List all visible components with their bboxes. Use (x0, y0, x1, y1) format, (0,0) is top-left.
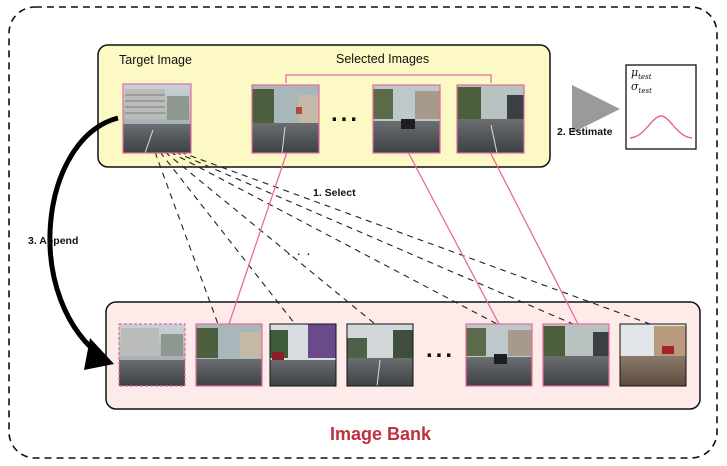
sigma-test-label: σtest (631, 80, 652, 96)
bank-image-1 (118, 323, 186, 387)
target-image (122, 83, 192, 154)
bank-image-4 (346, 323, 414, 387)
select-step-label: 1. Select (313, 187, 356, 199)
middle-ellipsis: . . . (287, 242, 312, 258)
bank-image-7 (619, 323, 687, 387)
selected-images-bracket (285, 74, 492, 83)
bank-image-3 (269, 323, 337, 387)
bank-ellipsis: ... (426, 336, 456, 363)
selected-image-3 (456, 84, 525, 154)
bank-image-6 (542, 323, 610, 387)
selected-image-2 (372, 84, 441, 154)
gaussian-curve (629, 115, 693, 139)
append-step-label: 3. Append (28, 235, 79, 247)
selected-match-lines (228, 151, 579, 325)
select-dashed-lines (154, 151, 651, 325)
mu-test-label: μtest (631, 66, 652, 82)
image-bank-title: Image Bank (330, 424, 432, 444)
outer-frame (8, 6, 718, 459)
selected-image-1 (251, 84, 320, 154)
selected-images-label: Selected Images (336, 52, 430, 66)
top-ellipsis: ... (331, 100, 361, 127)
target-image-label: Target Image (119, 53, 192, 67)
estimate-step-label: 2. Estimate (557, 126, 613, 138)
bank-image-2 (195, 323, 263, 387)
append-arrowhead (84, 338, 114, 370)
bank-image-5 (465, 323, 533, 387)
append-arrow (47, 115, 119, 363)
